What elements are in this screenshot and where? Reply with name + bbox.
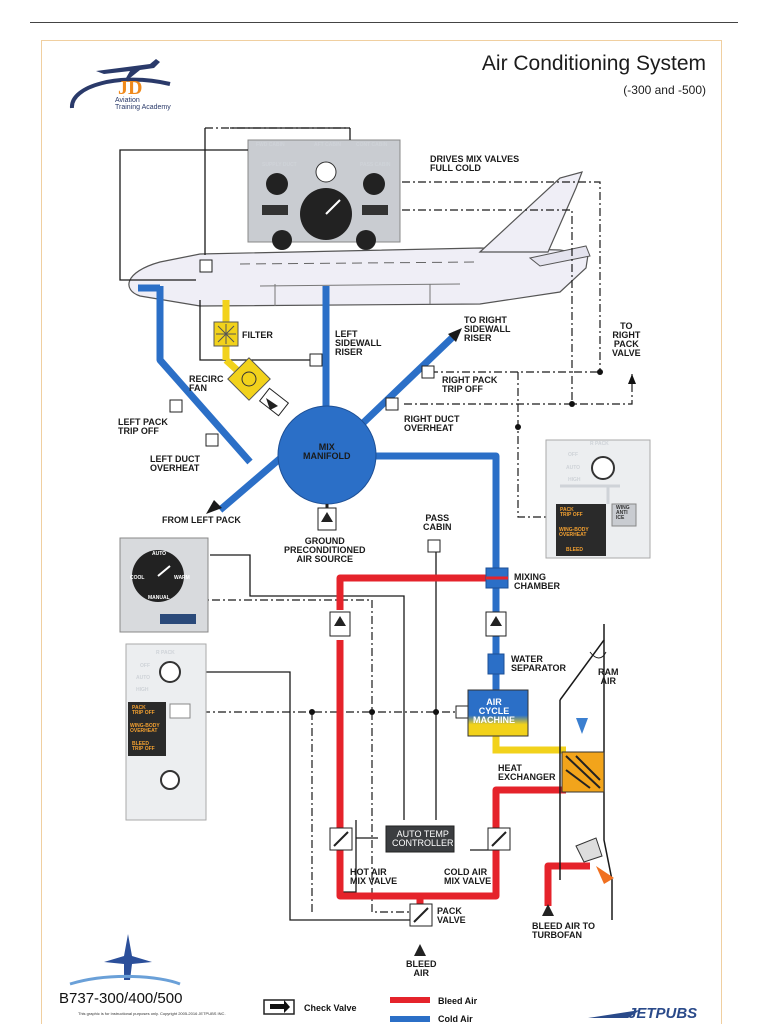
temp-selector-cool: COOL: [130, 575, 145, 581]
label-to-right-sidewall-riser: TO RIGHT SIDEWALL RISER: [464, 315, 511, 343]
arrow-icon: [542, 904, 554, 916]
left-panel-off: OFF: [140, 663, 150, 669]
junction-dot: [515, 424, 521, 430]
logo-text: Aviation Training Academy: [115, 97, 171, 111]
label-auto-temp-controller: AUTO TEMP CONTROLLER: [392, 829, 454, 848]
right-panel-high: HIGH: [568, 477, 581, 483]
right-panel-anti-ice: WING ANTI ICE: [616, 505, 630, 521]
label-recirc-fan: RECIRC FAN: [189, 374, 224, 393]
label-from-left-pack: FROM LEFT PACK: [162, 515, 241, 525]
junction-dot: [369, 709, 375, 715]
label-pass-cabin: PASS CABIN: [423, 513, 452, 532]
logo-letters: JD: [118, 77, 143, 99]
right-panel-auto: AUTO: [566, 465, 581, 471]
temp-selector-manual: MANUAL: [148, 595, 170, 601]
left-temp-panel: [119, 537, 209, 633]
left-panel-bleed: BLEED TRIP OFF: [132, 741, 155, 752]
label-air-cycle-machine: AIR CYCLE MACHINE: [473, 697, 515, 725]
right-panel-wing-body-overheat: WING-BODY OVERHEAT: [559, 527, 589, 538]
label-water-separator: WATER SEPARATOR: [511, 654, 567, 673]
logo-swoosh: [70, 77, 171, 109]
label-left-sidewall-riser: LEFT SIDEWALL RISER: [335, 329, 382, 357]
bleed-arrow-icon: [414, 944, 426, 956]
label-heat-exchanger: HEAT EXCHANGER: [498, 763, 556, 782]
left-switch-panel: [125, 643, 207, 821]
label-to-right-pack-valve: TO RIGHT PACK VALVE: [612, 321, 641, 358]
arrow-icon: [628, 374, 636, 384]
panel-label-aft-cabin: AFT CABIN: [314, 142, 341, 148]
check-valve-icon: [258, 387, 290, 417]
junction-dot: [433, 709, 439, 715]
label-pack-valve: PACK VALVE: [437, 906, 466, 925]
label-ground-preconditioned: GROUND PRECONDITIONED AIR SOURCE: [284, 536, 366, 564]
label-right-duct-overheat: RIGHT DUCT OVERHEAT: [404, 414, 460, 433]
temp-selector-warm: WARM: [174, 575, 190, 581]
legend-bleed-air-swatch: [390, 997, 430, 1003]
turbofan-icon: [575, 837, 603, 863]
right-panel-off: OFF: [568, 452, 578, 458]
arrow-icon: [206, 500, 222, 514]
legend-cold-air-label: Cold Air: [438, 1014, 473, 1024]
panel-label-cont-cabin: CONT CABIN: [356, 142, 388, 148]
recirc-fan-icon: [227, 357, 271, 401]
logo-plane-icon: [96, 59, 160, 78]
exhaust-arrow-icon: [596, 866, 614, 884]
junction-dot: [309, 709, 315, 715]
brand-logo: JETPUBS: [628, 1005, 698, 1022]
label-mix-manifold: MIX MANIFOLD: [303, 442, 351, 461]
left-panel-auto: AUTO: [136, 675, 151, 681]
label-right-pack-trip-off: RIGHT PACK TRIP OFF: [442, 375, 498, 394]
label-cold-air-mix-valve: COLD AIR MIX VALVE: [444, 867, 492, 886]
legend-check-valve-label: Check Valve: [304, 1003, 357, 1013]
left-panel-high: HIGH: [136, 687, 149, 693]
footer-swoosh: [69, 974, 181, 986]
temp-selector-auto: AUTO: [152, 551, 167, 557]
legend-cold-air-swatch: [390, 1016, 430, 1022]
right-panel-r-pack: R PACK: [590, 441, 609, 447]
label-bleed-air: BLEED AIR: [406, 959, 437, 978]
legend-bleed-air-label: Bleed Air: [438, 996, 478, 1006]
footer-plane-icon: [104, 934, 152, 980]
left-panel-r-pack: R PACK: [156, 650, 175, 656]
left-panel-pack-trip-off: PACK TRIP OFF: [132, 705, 155, 716]
label-left-duct-overheat: LEFT DUCT OVERHEAT: [150, 454, 200, 473]
label-ram-air: RAM AIR: [598, 667, 619, 686]
junction-dot: [569, 401, 575, 407]
overhead-temp-panel: [247, 139, 401, 250]
page-subtitle: (-300 and -500): [623, 83, 706, 97]
label-left-pack-trip-off: LEFT PACK TRIP OFF: [118, 417, 168, 436]
right-panel-pack-trip-off: PACK TRIP OFF: [560, 507, 583, 518]
label-bleed-air-to-turbofan: BLEED AIR TO TURBOFAN: [532, 921, 596, 940]
water-separator: [487, 653, 505, 675]
airplane-fuselage: [128, 171, 591, 307]
dash-dot-signal-lines: [170, 127, 633, 913]
copyright-note: This graphic is for instructional purpos…: [78, 1011, 226, 1016]
label-filter: FILTER: [242, 330, 273, 340]
auto-temp-controller: [385, 825, 455, 853]
left-panel-wing-body-overheat: WING-BODY OVERHEAT: [130, 723, 160, 734]
label-mixing-chamber: MIXING CHAMBER: [514, 572, 560, 591]
ram-air-arrow-icon: [576, 718, 588, 734]
junction-dot: [597, 369, 603, 375]
aircraft-model: B737-300/400/500: [59, 990, 183, 1007]
right-panel-bleed: BLEED: [566, 547, 583, 553]
recirc-ducts: [222, 300, 566, 754]
arrow-icon: [448, 328, 462, 342]
panel-label-supply-duct: SUPPLY DUCT: [262, 162, 297, 168]
right-switch-panel: [545, 439, 651, 559]
label-drives-mix-valves: DRIVES MIX VALVES FULL COLD: [430, 154, 520, 173]
bleed-air-ducts: [336, 574, 590, 912]
top-rule: [30, 22, 738, 23]
label-hot-air-mix-valve: HOT AIR MIX VALVE: [350, 867, 398, 886]
page-title: Air Conditioning System: [481, 52, 706, 75]
brand-swoosh: [588, 1010, 640, 1018]
panel-label-pass-cabin: PASS CABIN: [360, 162, 391, 168]
panel-label-fwd-cabin: FWD CABIN: [256, 142, 285, 148]
air-cycle-machine: [467, 689, 529, 737]
